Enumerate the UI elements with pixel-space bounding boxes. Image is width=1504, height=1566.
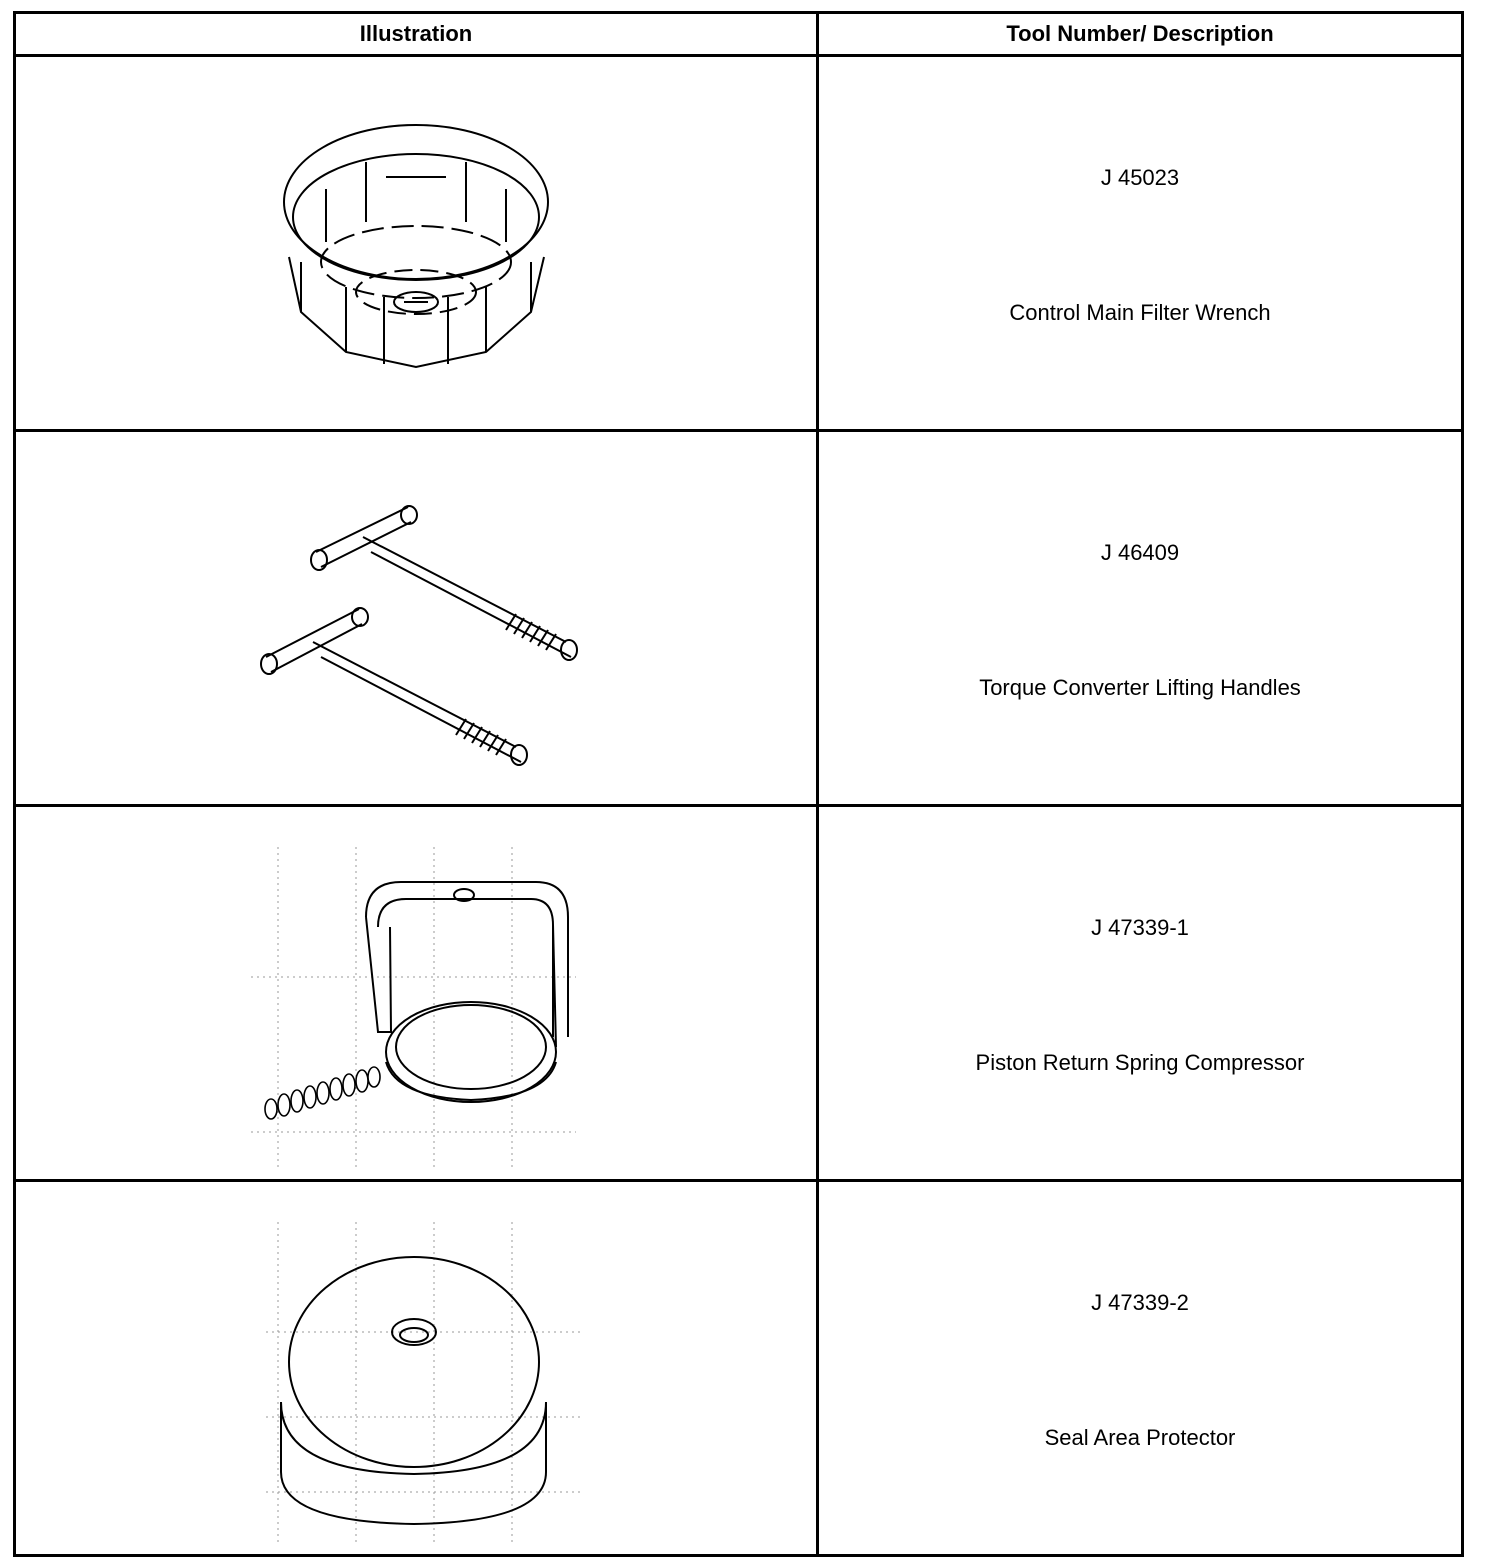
tools-table: Illustration Tool Number/ Description J … — [13, 11, 1464, 1557]
header-divider — [16, 54, 1461, 57]
table-row-description: J 45023 Control Main Filter Wrench — [819, 57, 1461, 429]
tool-number: J 47339-2 — [1091, 1290, 1189, 1315]
table-row — [16, 807, 816, 1179]
header-tool-description: Tool Number/ Description — [1006, 21, 1274, 46]
tool-description: Piston Return Spring Compressor — [975, 1050, 1305, 1075]
tool-description: Control Main Filter Wrench — [1009, 300, 1271, 325]
filter-wrench-icon — [283, 124, 549, 369]
tool-number: J 47339-1 — [1091, 915, 1189, 940]
spring-compressor-icon — [251, 847, 576, 1167]
tool-number: J 45023 — [1100, 165, 1180, 190]
table-row — [16, 432, 816, 804]
row-divider — [16, 804, 1461, 807]
row-divider — [16, 429, 1461, 432]
table-row — [16, 1182, 816, 1554]
table-row-description: J 46409 Torque Converter Lifting Handles — [819, 432, 1461, 804]
tool-description: Torque Converter Lifting Handles — [979, 675, 1301, 700]
table-row-description: J 47339-1 Piston Return Spring Compresso… — [819, 807, 1461, 1179]
table-row — [16, 57, 816, 429]
lifting-handles-icon — [260, 505, 578, 766]
seal-protector-icon — [266, 1222, 581, 1542]
header-illustration: Illustration — [359, 21, 473, 46]
tool-number: J 46409 — [1100, 540, 1180, 565]
table-row-description: J 47339-2 Seal Area Protector — [819, 1182, 1461, 1557]
tool-description: Seal Area Protector — [1044, 1425, 1236, 1450]
row-divider — [16, 1179, 1461, 1182]
column-divider — [816, 14, 819, 1554]
